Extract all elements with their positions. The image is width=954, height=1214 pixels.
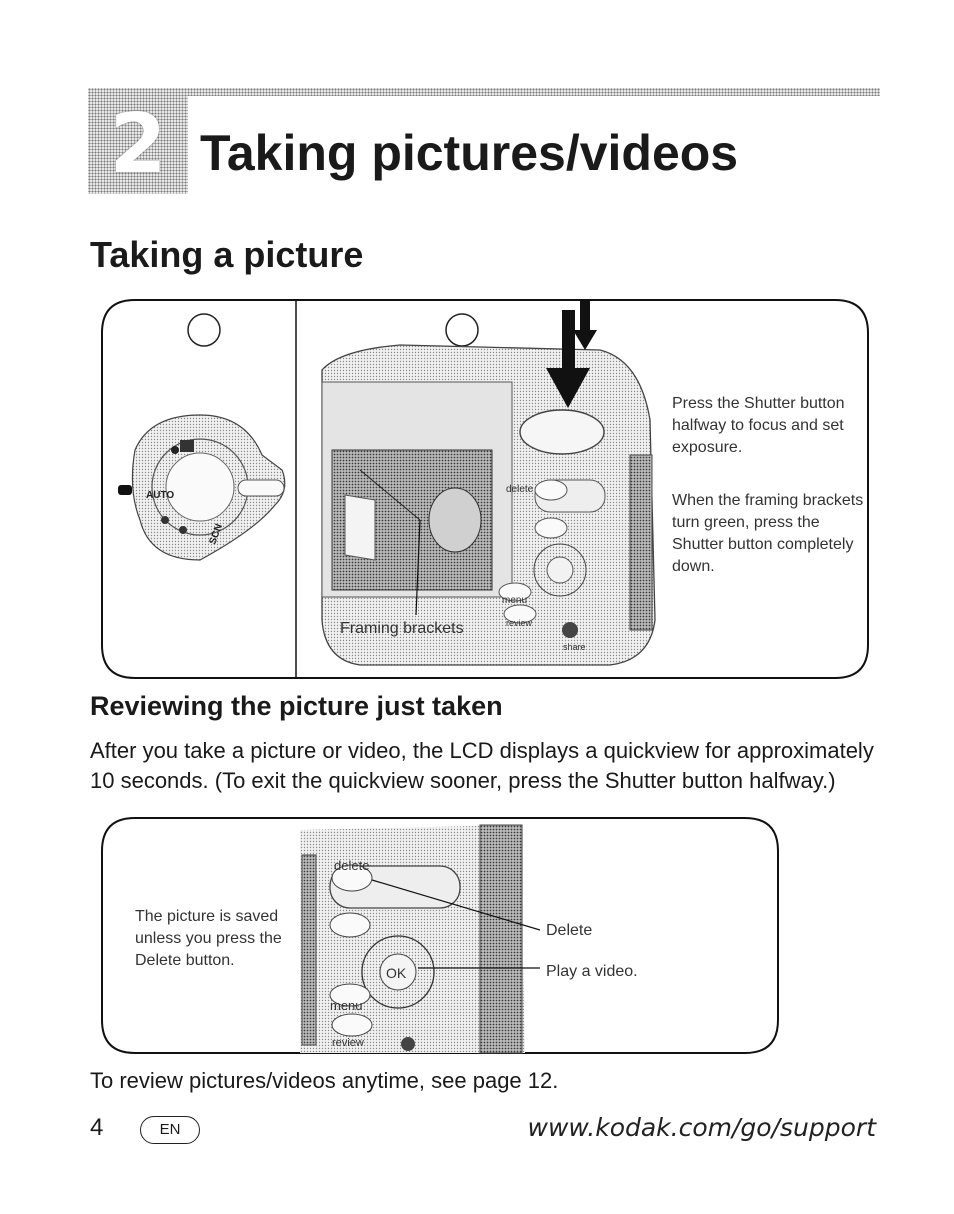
subsection-title: Reviewing the picture just taken: [90, 691, 503, 721]
share-button-closeup-icon: [401, 1037, 415, 1051]
label-play-video: Play a video.: [546, 963, 638, 980]
language-badge: EN: [140, 1116, 200, 1144]
label-menu-closeup: menu: [330, 998, 363, 1013]
step2-circle: [445, 313, 479, 347]
menu-button-icon: [498, 582, 532, 602]
caption-picture-saved: The picture is saved unless you press th…: [135, 908, 282, 969]
caption-half-press: Press the Shutter button halfway to focu…: [672, 395, 845, 456]
label-delete: Delete: [546, 922, 593, 939]
shutter-ring: [519, 409, 605, 455]
camera-back-illustration: [321, 344, 656, 666]
step1-circle: [187, 313, 221, 347]
page-number: 4: [90, 1114, 104, 1141]
mode-dial-illustration: [118, 313, 286, 561]
press-arrow-small-icon: [573, 300, 597, 350]
subject-face: [428, 487, 482, 553]
section-title: Taking a picture: [90, 234, 364, 275]
label-ok-closeup: OK: [386, 965, 407, 981]
caption-framing-brackets: Framing brackets: [340, 620, 464, 637]
delete-button-icon: [534, 479, 568, 501]
review-button-closeup-icon: [331, 1013, 373, 1037]
intro-paragraph: After you take a picture or video, the L…: [90, 738, 874, 793]
support-url[interactable]: www.kodak.com/go/support: [527, 1113, 876, 1142]
label-delete-small: delete: [506, 484, 534, 495]
play-button-icon: [534, 517, 568, 539]
chapter-title: Taking pictures/videos: [200, 125, 739, 181]
chapter-number: 2: [109, 97, 167, 192]
camera-mode-icon: [171, 446, 179, 454]
chapter-number-box: [88, 88, 188, 194]
figure1-frame: [101, 299, 869, 679]
chapter-rule: [88, 88, 880, 96]
label-menu-small: menu: [502, 595, 527, 606]
video-mode-icon: [180, 440, 194, 452]
menu-button-closeup-icon: [329, 983, 371, 1007]
dial-indicator-icon: [118, 485, 132, 495]
play-button-closeup-icon: [329, 912, 371, 938]
flower-mode-icon: [161, 516, 169, 524]
label-delete-closeup: delete: [334, 858, 369, 873]
figure2-frame: [101, 817, 779, 1054]
label-review-small: review: [506, 618, 533, 628]
share-button-icon: [562, 622, 578, 638]
landscape-mode-icon: [179, 526, 187, 534]
delete-button-closeup-icon: [331, 864, 373, 892]
delete-leader-line: [371, 879, 541, 931]
review-button-icon: [503, 604, 537, 624]
label-share-small: share: [563, 642, 586, 652]
bracket-leader-line: [415, 519, 421, 616]
footer-note: To review pictures/videos anytime, see p…: [90, 1068, 559, 1093]
caption-full-press: When the framing brackets turn green, pr…: [672, 492, 864, 575]
label-review-closeup: review: [332, 1037, 364, 1049]
dial-label-auto: AUTO: [146, 490, 174, 501]
press-arrow-icon: [546, 310, 590, 408]
